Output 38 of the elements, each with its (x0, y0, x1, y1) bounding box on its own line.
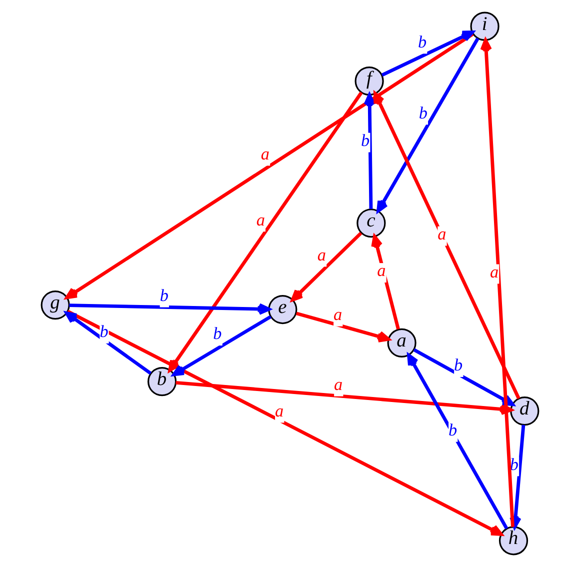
arrow (296, 312, 390, 342)
arrow (373, 92, 520, 400)
node-circle: a (387, 328, 416, 358)
edge-label: b (418, 103, 428, 122)
node-circle: g (40, 290, 70, 320)
node-circle: i (470, 12, 500, 41)
arrow (290, 232, 362, 302)
edge-label: b (160, 286, 168, 305)
node-circle: e (268, 294, 298, 324)
edge-label: b (418, 32, 427, 52)
node-circle: d (510, 396, 540, 426)
edge-label: a (438, 224, 446, 244)
arrow (381, 30, 474, 77)
edge-label: b (213, 324, 222, 344)
edge-label: b (454, 356, 463, 375)
edge-label: b (448, 420, 458, 440)
edge-label: a (490, 262, 499, 282)
arrow (69, 303, 270, 315)
edge-label: a (317, 245, 326, 264)
node-circle: b (148, 367, 177, 396)
arrow (172, 315, 272, 376)
edge-label: b (361, 130, 370, 150)
node-circle: c (356, 208, 386, 238)
edge-label: b (100, 322, 108, 342)
edge-label: a (256, 210, 265, 230)
arrow (64, 311, 152, 375)
arrow (66, 310, 503, 536)
arrow (376, 38, 480, 212)
arrow (371, 235, 400, 330)
arrow (407, 354, 508, 530)
edge-label: a (334, 305, 342, 324)
edge-label: a (260, 144, 270, 164)
edge-label: a (275, 401, 284, 420)
node-circle: f (354, 66, 384, 96)
node-circle: h (498, 526, 528, 556)
edge-label: b (510, 454, 518, 474)
edge-label: a (334, 375, 343, 394)
edge-label: a (377, 261, 386, 280)
